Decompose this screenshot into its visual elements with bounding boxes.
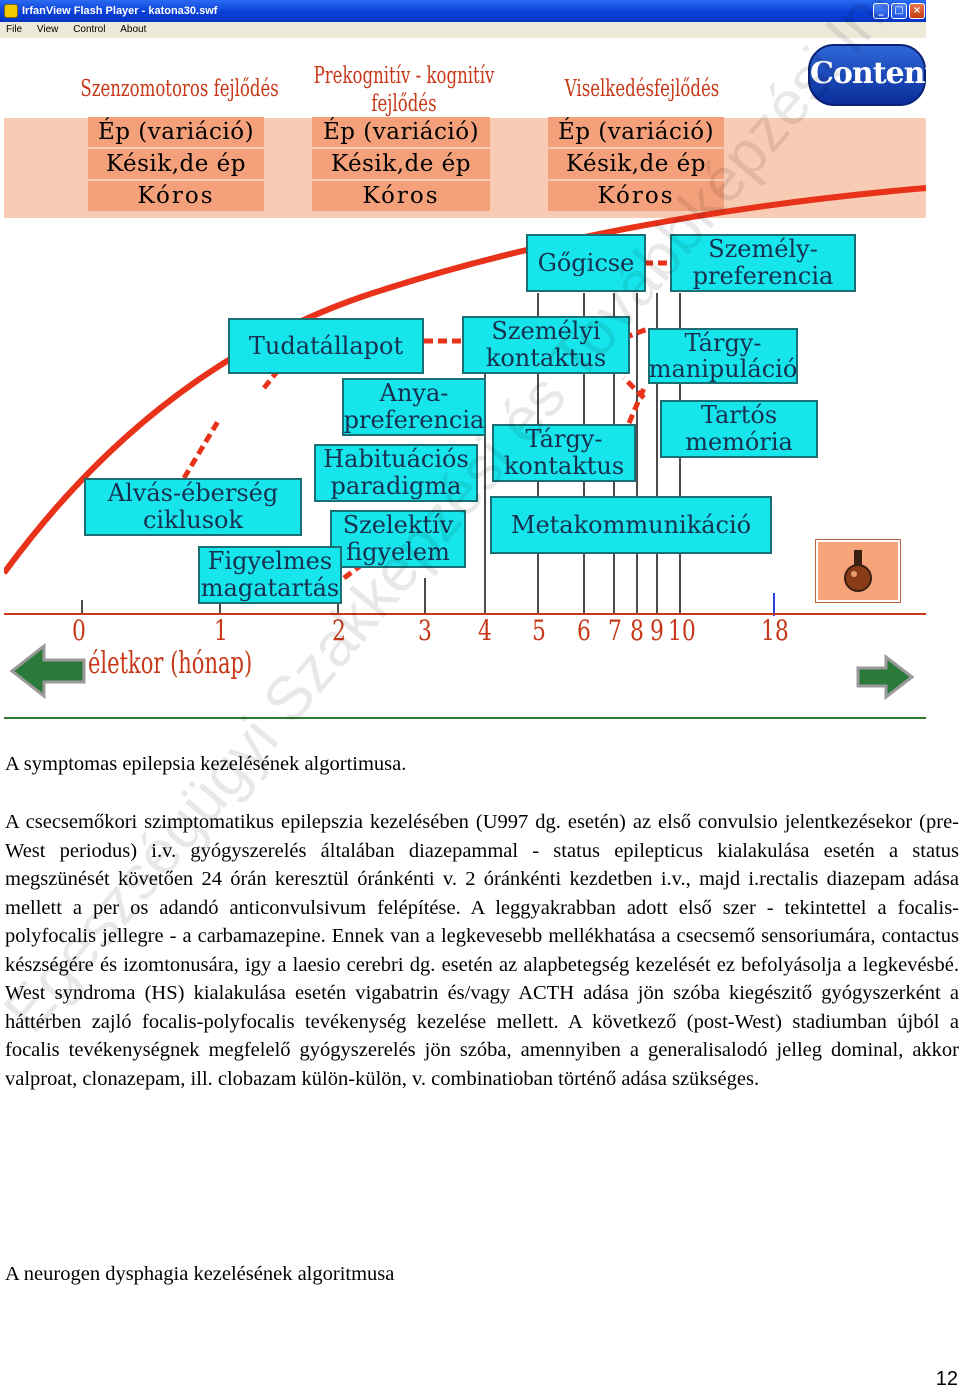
box-tudatallapot: Tudatállapot bbox=[228, 318, 424, 374]
tick-10: 10 bbox=[668, 614, 696, 647]
menu-bar: File View Control About bbox=[0, 22, 926, 38]
axis-label: életkor (hónap) bbox=[88, 646, 253, 681]
menu-control[interactable]: Control bbox=[73, 24, 106, 35]
box-habituacios-paradigma: Habituációs paradigma bbox=[314, 444, 478, 502]
heading-dysphagia: A neurogen dysphagia kezelésének algorit… bbox=[5, 1263, 395, 1285]
minimize-button[interactable]: _ bbox=[873, 3, 889, 19]
box-figyelmes-magatartas: Figyelmes magatartás bbox=[198, 546, 342, 604]
window-title: IrfanView Flash Player - katona30.swf bbox=[22, 5, 218, 17]
box-alvas-eberseg: Alvás-éberség ciklusok bbox=[84, 478, 302, 536]
page-number: 12 bbox=[935, 1368, 958, 1390]
box-szelektiv-figyelem: Szelektív figyelem bbox=[330, 510, 466, 568]
box-gogicse: Gőgicse bbox=[526, 234, 646, 292]
variation-koros-2: Kóros bbox=[312, 181, 490, 211]
tick-7: 7 bbox=[608, 614, 622, 647]
box-szemely-preferencia: Személy- preferencia bbox=[670, 234, 856, 292]
title-bar[interactable]: IrfanView Flash Player - katona30.swf _ … bbox=[0, 0, 926, 22]
variation-ep-2: Ép (variáció) bbox=[312, 117, 490, 147]
menu-view[interactable]: View bbox=[36, 24, 59, 35]
tick-9: 9 bbox=[650, 614, 664, 647]
tick-0: 0 bbox=[72, 614, 86, 647]
variation-koros-3: Kóros bbox=[548, 181, 724, 211]
content-logo[interactable]: Content bbox=[808, 44, 938, 106]
flask-button[interactable] bbox=[815, 539, 901, 603]
box-szemelyi-kontaktus: Személyi kontaktus bbox=[462, 316, 630, 374]
flash-stage: Szenzomotoros fejlődés Prekognitív - kog… bbox=[4, 38, 938, 722]
box-tartos-memoria: Tartós memória bbox=[660, 400, 818, 458]
box-anya-preferencia: Anya- preferencia bbox=[342, 378, 486, 436]
tick-18: 18 bbox=[761, 614, 789, 647]
tick-8: 8 bbox=[630, 614, 644, 647]
tick-3: 3 bbox=[418, 614, 432, 647]
variation-koros-1: Kóros bbox=[88, 181, 264, 211]
irfanview-window: IrfanView Flash Player - katona30.swf _ … bbox=[0, 0, 938, 722]
variation-kesik-1: Késik,de ép bbox=[88, 149, 264, 179]
box-targy-kontaktus: Tárgy- kontaktus bbox=[492, 424, 636, 482]
box-metakommunikacio: Metakommunikáció bbox=[490, 496, 772, 554]
variation-ep-3: Ép (variáció) bbox=[548, 117, 724, 147]
variation-kesik-2: Késik,de ép bbox=[312, 149, 490, 179]
tick-2: 2 bbox=[332, 614, 346, 647]
menu-about[interactable]: About bbox=[120, 24, 147, 35]
variation-ep-1: Ép (variáció) bbox=[88, 117, 264, 147]
close-button[interactable]: × bbox=[909, 3, 925, 19]
box-targy-manipulacio: Tárgy- manipuláció bbox=[648, 328, 798, 384]
tick-6: 6 bbox=[577, 614, 591, 647]
flask-icon bbox=[844, 550, 872, 592]
tick-1: 1 bbox=[214, 614, 228, 647]
heading-viselkedes: Viselkedésfejlődés bbox=[564, 76, 720, 102]
variation-kesik-3: Késik,de ép bbox=[548, 149, 724, 179]
paragraph-epilepsia: A csecsemőkori szimptomatikus epilepszia… bbox=[5, 811, 959, 1090]
irfanview-icon bbox=[4, 4, 18, 18]
tick-4: 4 bbox=[478, 614, 492, 647]
heading-szenzomotoros: Szenzomotoros fejlődés bbox=[80, 76, 279, 102]
forward-arrow-icon[interactable] bbox=[856, 654, 914, 700]
back-arrow-icon[interactable] bbox=[10, 642, 86, 700]
heading-epilepsia: A symptomas epilepsia kezelésének algort… bbox=[5, 753, 407, 775]
tick-5: 5 bbox=[532, 614, 546, 647]
menu-file[interactable]: File bbox=[6, 24, 23, 35]
heading-prekognitiv: Prekognitív - kognitív fejlődés bbox=[313, 63, 495, 117]
maximize-button[interactable]: □ bbox=[891, 3, 907, 19]
